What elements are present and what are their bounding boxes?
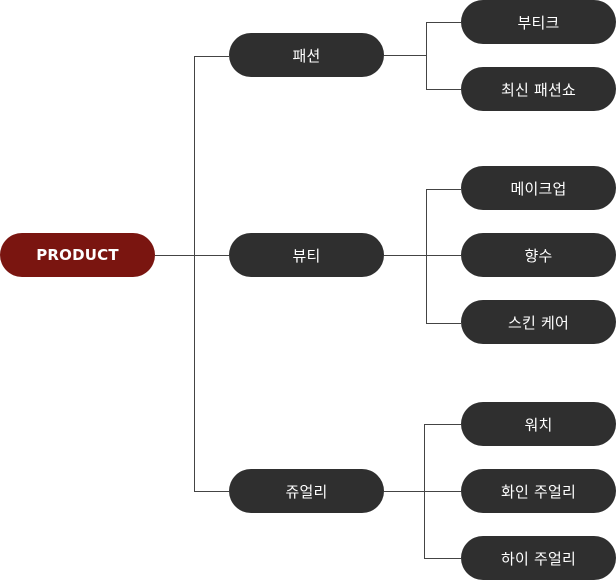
leaf-node-fashion-show[interactable]: 최신 패션쇼 xyxy=(461,67,616,111)
leaf-node-perfume[interactable]: 향수 xyxy=(461,233,616,277)
leaf-node-makeup[interactable]: 메이크업 xyxy=(461,166,616,210)
root-node-product[interactable]: PRODUCT xyxy=(0,233,155,277)
category-node-fashion[interactable]: 패션 xyxy=(229,33,384,77)
leaf-node-watch[interactable]: 워치 xyxy=(461,402,616,446)
leaf-node-boutique[interactable]: 부티크 xyxy=(461,0,616,44)
leaf-node-fine-jewelry[interactable]: 화인 주얼리 xyxy=(461,469,616,513)
category-node-beauty[interactable]: 뷰티 xyxy=(229,233,384,277)
leaf-node-high-jewelry[interactable]: 하이 주얼리 xyxy=(461,536,616,580)
leaf-node-skincare[interactable]: 스킨 케어 xyxy=(461,300,616,344)
category-node-jewelry[interactable]: 쥬얼리 xyxy=(229,469,384,513)
